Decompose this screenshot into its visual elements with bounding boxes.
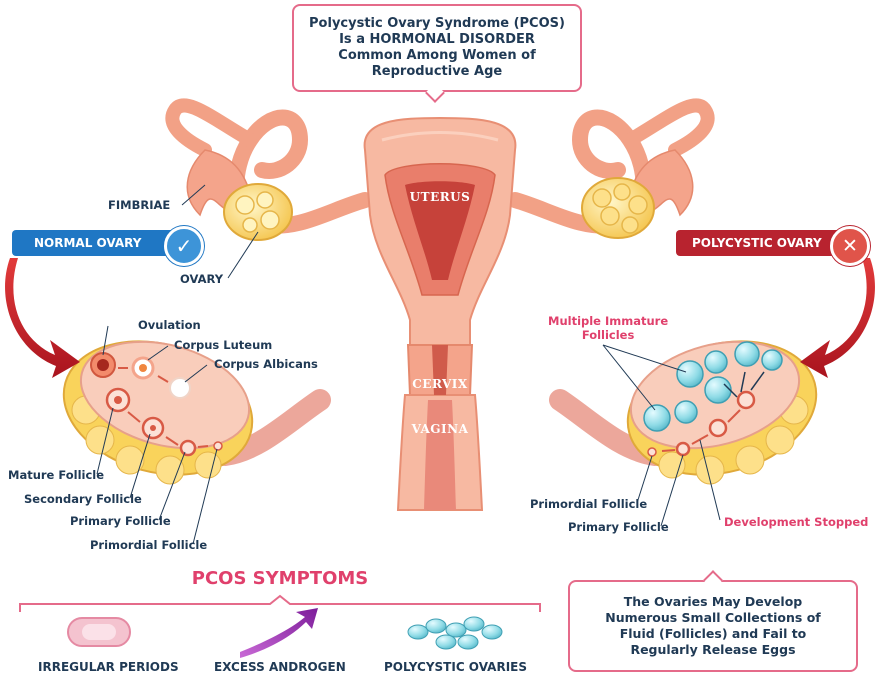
pco-primordial-follicle-label: Primordial Follicle [530,497,648,511]
uterus-label: UTERUS [409,190,471,204]
mature-follicle-label: Mature Follicle [8,468,105,482]
symptoms-brace [19,594,541,612]
symptom-polycystic-ovaries: POLYCYSTIC OVARIES [384,660,527,674]
check-icon: ✓ [164,226,204,266]
info-callout: The Ovaries May Develop Numerous Small C… [568,580,858,672]
pad-icon [67,617,131,647]
symptom-excess-androgen: EXCESS ANDROGEN [214,660,346,674]
secondary-follicle-label: Secondary Follicle [24,492,142,506]
vagina-label: VAGINA [411,422,469,436]
uterus [363,116,517,346]
cervix-label: CERVIX [412,377,468,391]
multiple-immature-line-1: Multiple Immature [548,314,669,328]
primordial-follicle-label: Primordial Follicle [90,538,208,552]
normal-ovary-badge-label: NORMAL OVARY [34,236,142,250]
corpus-albicans-label: Corpus Albicans [214,357,318,371]
info-line-1: The Ovaries May Develop [623,594,803,609]
fallopian-tube-left [165,98,373,234]
fallopian-tube-right [507,98,715,234]
ovulation-label: Ovulation [138,318,201,332]
ovary-right-top [581,177,655,239]
multiple-immature-line-2: Follicles [581,328,635,342]
normal-ovary-badge: NORMAL OVARY [12,230,182,256]
cross-icon: ✕ [830,226,870,266]
header-line-4: Reproductive Age [371,64,503,79]
ovary-left-top [223,183,293,241]
arrow-to-polycystic-ovary [800,258,875,378]
cervix-vagina [396,344,484,511]
header-line-3: Common Among Women of [338,48,536,63]
polycystic-ovary-illustration [549,340,818,485]
development-stopped-label: Development Stopped [724,515,869,529]
normal-ovary-illustration [62,340,331,485]
pco-primary-follicle-label: Primary Follicle [568,520,669,534]
rising-arrow-icon [240,608,318,658]
header-line-1: Polycystic Ovary Syndrome (PCOS) [309,16,565,31]
info-line-3: Fluid (Follicles) and Fail to [619,626,807,641]
header-line-2: Is a HORMONAL DISORDER [339,32,535,47]
leader-lines [96,184,721,545]
polycystic-ovary-badge-label: POLYCYSTIC OVARY [692,236,822,250]
corpus-luteum-label: Corpus Luteum [174,338,273,352]
info-line-4: Regularly Release Eggs [630,642,796,657]
symptom-irregular-periods: IRREGULAR PERIODS [38,660,179,674]
primary-follicle-label: Primary Follicle [70,514,171,528]
header-callout: Polycystic Ovary Syndrome (PCOS) Is a HO… [292,4,582,92]
symptoms-title: PCOS SYMPTOMS [191,568,369,589]
polycystic-ovary-badge: POLYCYSTIC OVARY [676,230,854,256]
fimbriae-label: FIMBRIAE [108,198,171,212]
cysts-icon [407,616,503,650]
info-line-2: Numerous Small Collections of [605,610,821,625]
multiple-immature-follicles-label: Multiple Immature Follicles [548,314,668,342]
ovary-label: OVARY [180,272,224,286]
arrow-to-normal-ovary [5,258,80,378]
